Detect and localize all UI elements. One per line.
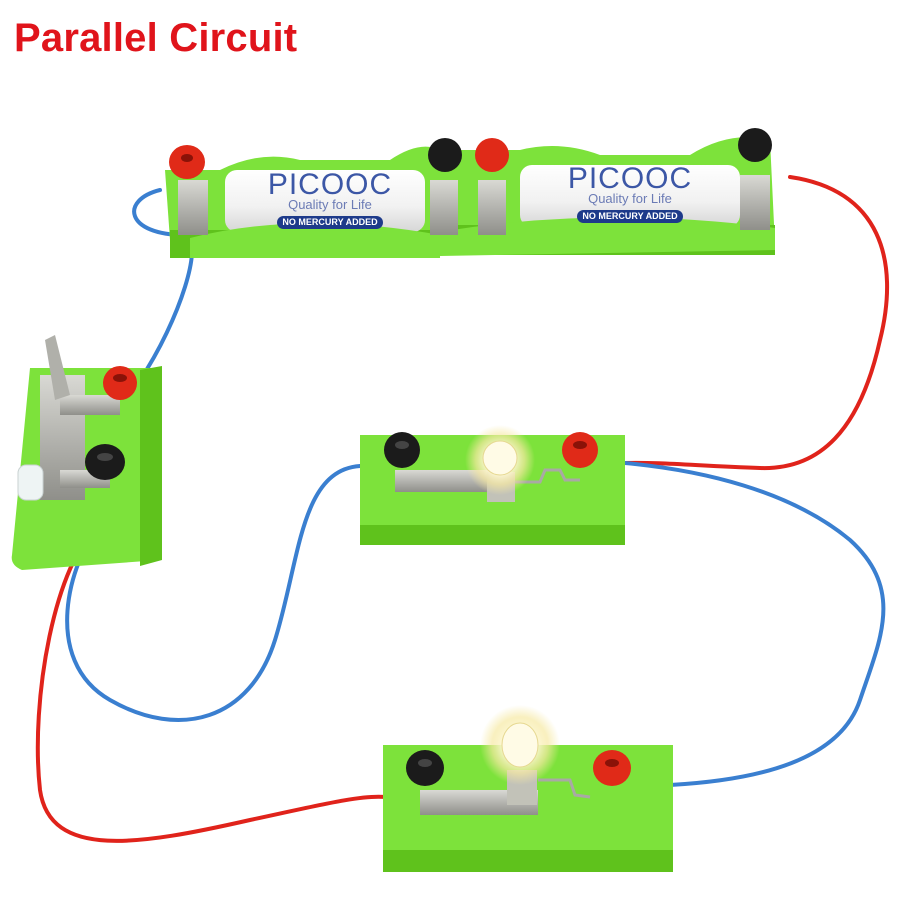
- bulb-board-1: [360, 425, 625, 545]
- battery-brand: PICOOC: [267, 168, 393, 201]
- terminal-red-icon: [475, 138, 509, 172]
- battery-left-label: PICOOC Quality for Life NO MERCURY ADDED: [250, 168, 410, 230]
- knife-switch-lever-icon: [45, 335, 70, 400]
- battery-tagline: Quality for Life: [588, 191, 672, 206]
- wire-red-switch-to-bulb2: [35, 523, 387, 843]
- battery-right-label: PICOOC Quality for Life NO MERCURY ADDED: [550, 162, 710, 224]
- led-icon: [17, 464, 44, 501]
- terminal-black-icon: [738, 128, 772, 162]
- terminal-black-icon: [85, 444, 125, 480]
- bulb-board-2: [383, 705, 673, 872]
- terminal-black-icon: [428, 138, 462, 172]
- terminal-black-icon: [384, 432, 420, 468]
- wire-blue-bulb1-to-bulb2: [623, 461, 886, 787]
- page-title: Parallel Circuit: [14, 16, 298, 60]
- battery-right: [520, 165, 740, 227]
- battery-tagline: Quality for Life: [288, 197, 372, 212]
- terminal-red-icon: [103, 366, 137, 400]
- bulb-lit-icon: [501, 722, 539, 768]
- wires: [35, 175, 890, 843]
- switch-board: [11, 335, 162, 570]
- wire-red-battery-to-bulb1: [623, 175, 890, 471]
- bulb-lit-icon: [482, 440, 518, 476]
- terminal-black-icon: [406, 750, 444, 786]
- battery-holder-right: [440, 137, 775, 256]
- wire-blue-switch-to-bulb1: [65, 464, 362, 722]
- battery-badge: NO MERCURY ADDED: [277, 216, 383, 229]
- battery-terminals: [169, 128, 772, 235]
- terminal-red-icon: [593, 750, 631, 786]
- battery-brand: PICOOC: [567, 162, 693, 195]
- battery-badge: NO MERCURY ADDED: [577, 210, 683, 223]
- terminal-red-icon: [562, 432, 598, 468]
